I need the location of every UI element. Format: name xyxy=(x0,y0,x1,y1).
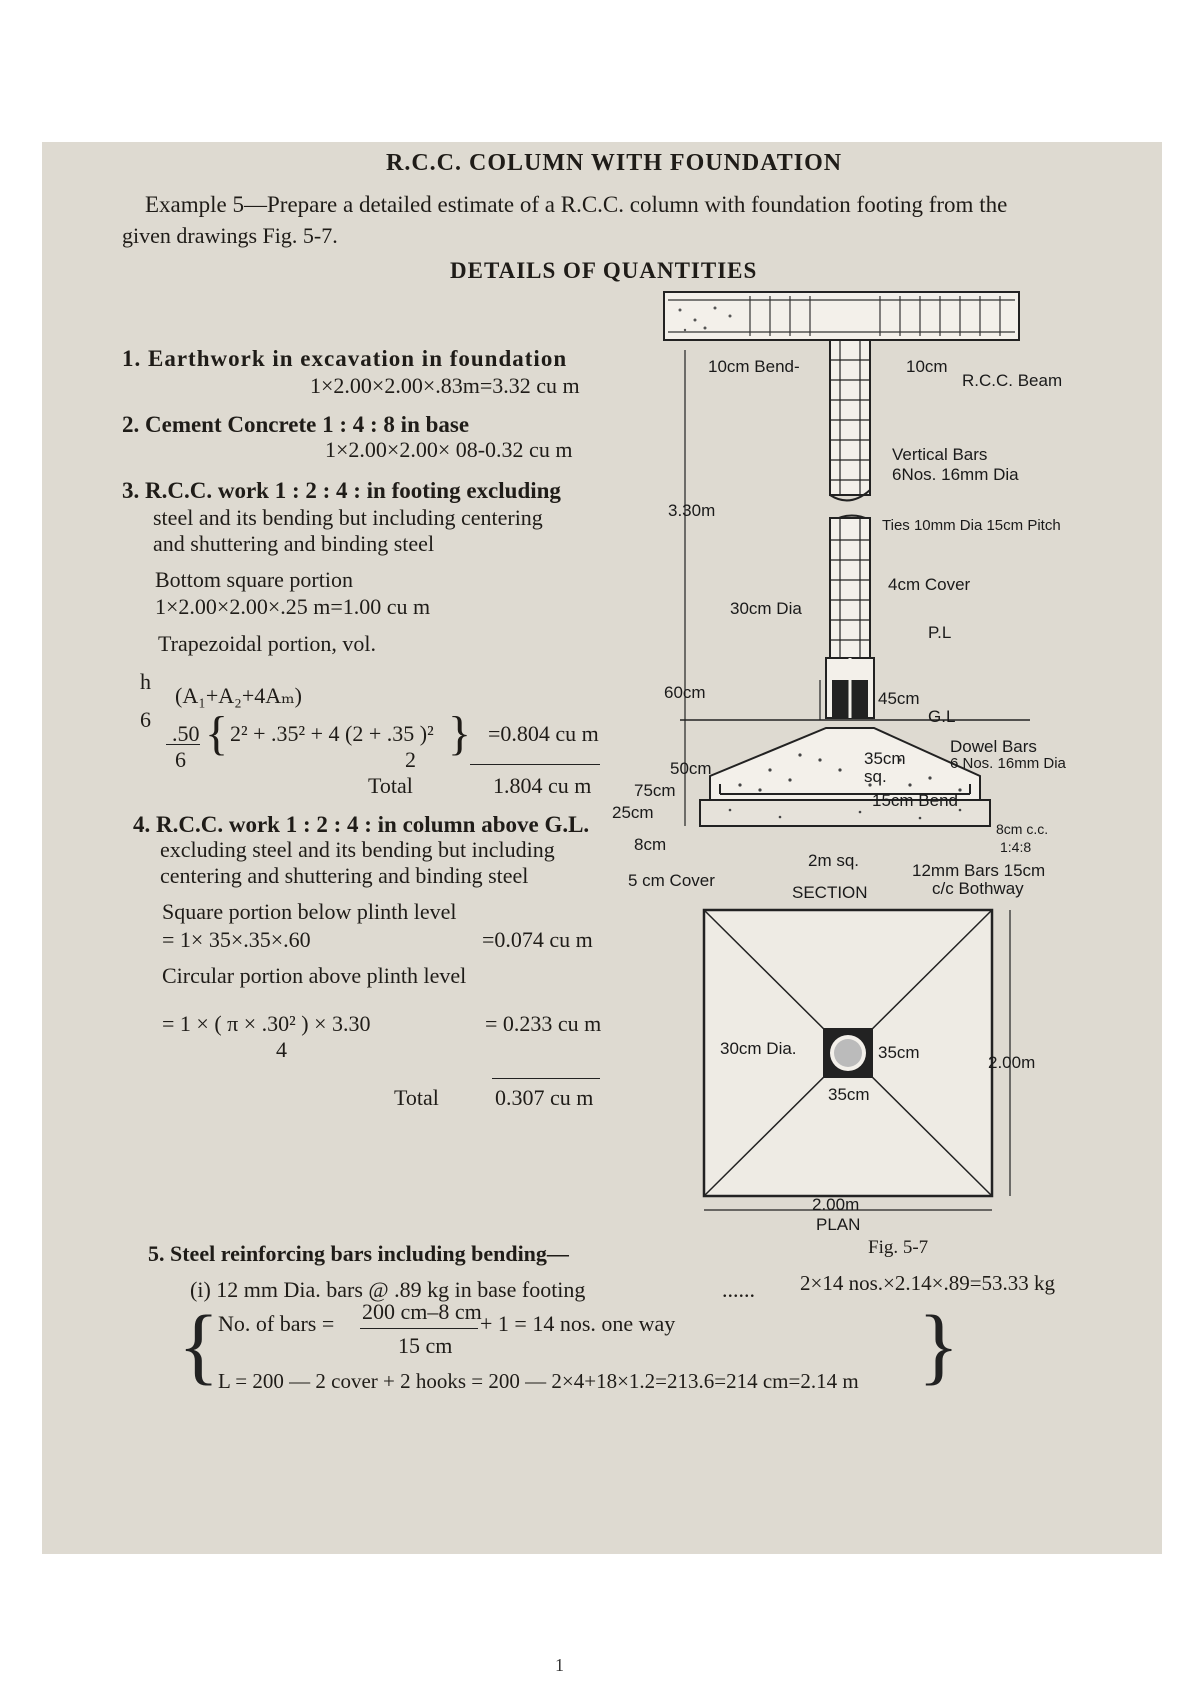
label-45cm: 45cm xyxy=(878,689,920,708)
item-3-total-value: 1.804 cu m xyxy=(493,773,592,798)
total-rule-2 xyxy=(492,1078,600,1079)
label-plan-35cm-b: 35cm xyxy=(828,1085,870,1104)
figure-number: Fig. 5-7 xyxy=(868,1237,929,1258)
item-3-trap-label: Trapezoidal portion, vol. xyxy=(158,631,376,656)
column-upper xyxy=(829,339,871,502)
item-4-square-calc: = 1× 35×.35×.60 xyxy=(162,927,311,952)
item-1-calc: 1×2.00×2.00×.83m=3.32 cu m xyxy=(310,373,580,398)
item-4-square-label: Square portion below plinth level xyxy=(162,899,457,924)
label-15cm-bend: 15cm Bend xyxy=(872,791,958,810)
page-number: 1 xyxy=(555,1655,564,1675)
label-3-30m: 3.30m xyxy=(668,501,716,520)
item-4-line-3: centering and shuttering and binding ste… xyxy=(160,863,529,888)
label-75cm: 75cm xyxy=(634,781,676,800)
item-3-square-calc: 1×2.00×2.00×.25 m=1.00 cu m xyxy=(155,594,431,619)
trapezoid-result: =0.804 cu m xyxy=(488,721,599,746)
bracket-denominator: 2 xyxy=(405,747,416,772)
intro-line-1: Example 5—Prepare a detailed estimate of… xyxy=(145,192,1008,217)
item-3-square-label: Bottom square portion xyxy=(155,567,353,592)
left-brace-large: { xyxy=(178,1297,220,1393)
plinth-portion xyxy=(825,657,875,719)
frac-line xyxy=(166,744,200,745)
label-plan: PLAN xyxy=(816,1215,861,1234)
prismoidal-formula: (A₁+A₂+4Aₘ) xyxy=(175,683,302,708)
section-heading: DETAILS OF QUANTITIES xyxy=(450,258,758,283)
rcc-beam xyxy=(663,291,1020,341)
column-lower xyxy=(829,514,871,659)
label-vertical-bars-qty: 6Nos. 16mm Dia xyxy=(892,465,1019,484)
dimension-lines xyxy=(684,350,821,826)
item-4-square-value: =0.074 cu m xyxy=(482,927,593,952)
label-mix-148: 1:4:8 xyxy=(1000,839,1032,855)
label-ground-level: G.L xyxy=(928,707,956,726)
label-4cm-cover: 4cm Cover xyxy=(888,575,971,594)
item-4-circular-label: Circular portion above plinth level xyxy=(162,963,467,988)
label-10cm: 10cm xyxy=(906,357,948,376)
label-30cm-dia: 30cm Dia xyxy=(730,599,802,618)
label-50cm: 50cm xyxy=(670,759,712,778)
scanned-page xyxy=(42,142,1162,1554)
label-2m-sq: 2m sq. xyxy=(808,851,860,870)
bracket-expression: 2² + .35² + 4 (2 + .35 )² xyxy=(230,721,434,746)
label-8cm-cc: 8cm c.c. xyxy=(996,821,1049,837)
label-12mm-bars: 12mm Bars 15cm xyxy=(912,861,1046,880)
label-dowel-bars: Dowel Bars xyxy=(950,737,1037,756)
intro-line-2: given drawings Fig. 5-7. xyxy=(122,223,338,248)
item-1-title: 1. Earthwork in excavation in foundation xyxy=(122,346,568,371)
label-5cm-cover: 5 cm Cover xyxy=(628,871,715,890)
item-5-sub-1-value: 2×14 nos.×2.14×.89=53.33 kg xyxy=(800,1271,1056,1295)
label-section: SECTION xyxy=(792,883,868,902)
item-4-title: 4. R.C.C. work 1 : 2 : 4 : in column abo… xyxy=(133,812,590,837)
item-3-line-3: and shuttering and binding steel xyxy=(153,531,435,556)
item-4-line-2: excluding steel and its bending but incl… xyxy=(160,837,555,862)
frac-numerator: .50 xyxy=(172,721,200,746)
item-2-calc: 1×2.00×2.00× 08-0.32 cu m xyxy=(325,437,573,462)
item-4-total-value: 0.307 cu m xyxy=(495,1085,594,1110)
item-3-total-label: Total xyxy=(368,773,413,798)
label-plan-2m-a: 2.00m xyxy=(988,1053,1036,1072)
left-brace: { xyxy=(205,707,229,760)
bars-numerator: 200 cm–8 cm xyxy=(362,1299,482,1324)
formula-h: h xyxy=(140,669,151,694)
bars-rest: + 1 = 14 nos. one way xyxy=(480,1311,676,1336)
label-plinth-level: P.L xyxy=(928,623,952,642)
formula-6: 6 xyxy=(140,707,151,732)
label-25cm: 25cm xyxy=(612,803,654,822)
item-2-title: 2. Cement Concrete 1 : 4 : 8 in base xyxy=(122,412,470,437)
label-plan-30cm-dia: 30cm Dia. xyxy=(720,1039,797,1058)
frac-denominator: 6 xyxy=(175,747,186,772)
total-rule-1 xyxy=(470,764,600,765)
bars-frac-line xyxy=(360,1328,478,1329)
plan-view xyxy=(702,908,1011,1211)
item-4-circular-calc: = 1 × ( π × .30² ) × 3.30 xyxy=(162,1011,371,1036)
label-bothway: c/c Bothway xyxy=(932,879,1024,898)
item-3-title: 3. R.C.C. work 1 : 2 : 4 : in footing ex… xyxy=(122,478,561,503)
label-rcc-beam: R.C.C. Beam xyxy=(962,371,1063,390)
label-vertical-bars: Vertical Bars xyxy=(892,445,988,464)
item-4-circular-den: 4 xyxy=(276,1037,287,1062)
bars-denominator: 15 cm xyxy=(398,1333,453,1358)
label-sq: sq. xyxy=(864,767,887,786)
figure-drawing xyxy=(663,291,1030,1211)
bars-label: No. of bars = xyxy=(218,1311,335,1336)
label-plan-35cm-a: 35cm xyxy=(878,1043,920,1062)
right-brace-large: } xyxy=(918,1297,960,1393)
label-35cm-sq: 35cm xyxy=(864,749,906,768)
label-ties: Ties 10mm Dia 15cm Pitch xyxy=(882,517,1061,534)
item-5-sub-1: (i) 12 mm Dia. bars @ .89 kg in base foo… xyxy=(190,1277,586,1302)
item-4-total-label: Total xyxy=(394,1085,439,1110)
footing-section xyxy=(699,727,991,827)
label-8cm: 8cm xyxy=(634,835,667,854)
item-5-title: 5. Steel reinforcing bars including bend… xyxy=(148,1241,569,1266)
label-dowel-bars-qty: 6 Nos. 16mm Dia xyxy=(950,755,1066,772)
right-brace: } xyxy=(448,707,472,760)
label-plan-2m-b: 2.00m xyxy=(812,1195,860,1214)
bar-length: L = 200 — 2 cover + 2 hooks = 200 — 2×4+… xyxy=(218,1369,859,1393)
label-60cm: 60cm xyxy=(664,683,706,702)
item-3-line-2: steel and its bending but including cent… xyxy=(153,505,543,530)
dot-leader: ...... xyxy=(722,1277,755,1302)
item-4-circular-value: = 0.233 cu m xyxy=(485,1011,602,1036)
page-heading: R.C.C. COLUMN WITH FOUNDATION xyxy=(386,150,843,176)
label-10cm-bend: 10cm Bend- xyxy=(708,357,800,376)
